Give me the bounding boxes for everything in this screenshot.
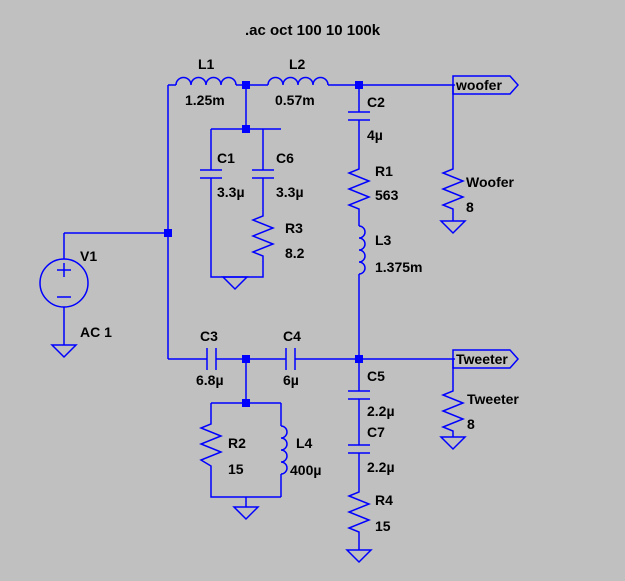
ground-icon (50, 344, 78, 359)
c5-name: C5 (367, 368, 385, 384)
c6-name: C6 (276, 150, 294, 166)
l4-value: 400µ (290, 462, 321, 478)
ground-icon (232, 506, 260, 521)
capacitor-c6-symbol[interactable] (252, 169, 274, 179)
junction-dot (355, 355, 363, 363)
net-label-tweeter: Tweeter (456, 351, 508, 367)
sim-directive: .ac oct 100 10 100k (245, 22, 381, 39)
ground-icon (221, 276, 249, 291)
woofer-name: Woofer (466, 174, 515, 190)
tweeter-name: Tweeter (467, 391, 519, 407)
inductor-l2-symbol[interactable] (267, 76, 329, 86)
r4-name: R4 (375, 492, 393, 508)
l1-name: L1 (198, 56, 215, 72)
resistor-woofer-symbol[interactable] (440, 163, 466, 211)
capacitor-c2-symbol[interactable] (348, 111, 370, 121)
net-label-woofer-flag[interactable] (452, 75, 520, 95)
c2-value: 4µ (367, 127, 383, 143)
junction-dot (164, 229, 172, 237)
c1-name: C1 (217, 150, 235, 166)
woofer-value: 8 (466, 199, 474, 215)
net-label-tweeter-flag[interactable] (452, 349, 520, 369)
tweeter-value: 8 (467, 416, 475, 432)
capacitor-c1-symbol[interactable] (200, 169, 222, 179)
c7-name: C7 (367, 424, 385, 440)
l2-value: 0.57m (275, 92, 315, 108)
inductor-l3-symbol[interactable] (358, 225, 366, 275)
c3-value: 6.8µ (196, 372, 224, 388)
c4-value: 6µ (283, 372, 299, 388)
inductor-l1-symbol[interactable] (175, 76, 237, 86)
v1-name: V1 (80, 248, 97, 264)
c2-name: C2 (367, 94, 385, 110)
resistor-tweeter-symbol[interactable] (440, 385, 466, 433)
r3-name: R3 (285, 220, 303, 236)
c1-value: 3.3µ (217, 184, 245, 200)
l3-value: 1.375m (375, 259, 422, 275)
resistor-r2-symbol[interactable] (198, 416, 224, 480)
c5-value: 2.2µ (367, 403, 395, 419)
ground-icon (345, 549, 373, 564)
junction-dot (242, 81, 250, 89)
voltage-source-v1-symbol[interactable] (39, 258, 89, 308)
r2-value: 15 (228, 461, 244, 477)
r1-name: R1 (375, 163, 393, 179)
capacitor-c3-symbol[interactable] (206, 348, 217, 370)
resistor-r1-symbol[interactable] (346, 163, 372, 211)
l1-value: 1.25m (185, 92, 225, 108)
capacitor-c5-symbol[interactable] (348, 390, 370, 400)
junction-dot (242, 125, 250, 133)
capacitor-c7-symbol[interactable] (348, 444, 370, 454)
junction-dot (242, 399, 250, 407)
junctions (164, 81, 363, 407)
net-label-woofer: woofer (455, 77, 502, 93)
c7-value: 2.2µ (367, 459, 395, 475)
c4-name: C4 (283, 328, 301, 344)
junction-dot (355, 81, 363, 89)
c3-name: C3 (200, 328, 218, 344)
c6-value: 3.3µ (276, 184, 304, 200)
r3-value: 8.2 (285, 245, 305, 261)
ground-icon (439, 220, 467, 235)
resistor-r4-symbol[interactable] (346, 486, 372, 534)
junction-dot (242, 355, 250, 363)
capacitor-c4-symbol[interactable] (285, 348, 296, 370)
inductor-l4-symbol[interactable] (280, 425, 288, 475)
resistor-r3-symbol[interactable] (250, 210, 276, 262)
l2-name: L2 (289, 56, 306, 72)
l4-name: L4 (296, 435, 313, 451)
l3-name: L3 (375, 232, 392, 248)
ground-icon (439, 436, 467, 451)
r2-name: R2 (228, 435, 246, 451)
r1-value: 563 (375, 187, 399, 203)
v1-value: AC 1 (80, 324, 112, 340)
r4-value: 15 (375, 518, 391, 534)
wires (63, 84, 455, 550)
